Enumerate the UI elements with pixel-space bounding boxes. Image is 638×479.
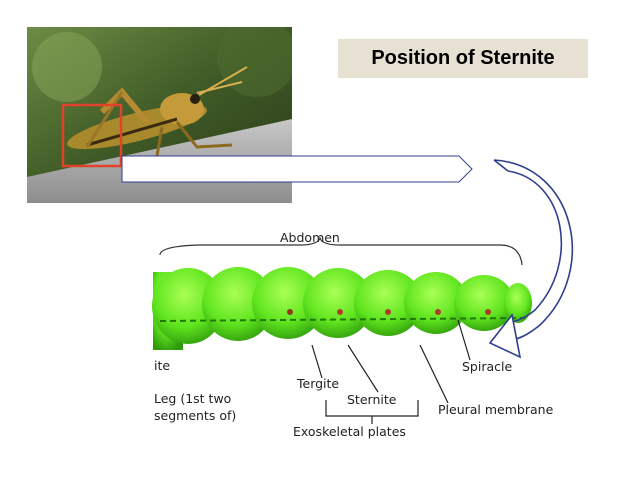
spiracle-dot xyxy=(485,309,491,315)
sternite-pointer xyxy=(347,344,379,393)
spiracle-dot xyxy=(385,309,391,315)
grasshopper-icon xyxy=(67,66,248,168)
tergite-pointer xyxy=(311,344,323,379)
abdomen-label: Abdomen xyxy=(280,230,340,245)
spiracle-dot xyxy=(435,309,441,315)
tergite-label: Tergite xyxy=(297,376,340,391)
curved-arrow-outer xyxy=(493,159,573,341)
spiracle-dot xyxy=(287,309,293,315)
curved-arrow-inner xyxy=(507,170,563,323)
abdomen-segments xyxy=(152,267,532,350)
leg-label-line1: Leg (1st two xyxy=(154,391,232,406)
grasshopper-photo xyxy=(27,27,292,203)
partial-label: ite xyxy=(154,358,171,373)
title-box: Position of Sternite xyxy=(338,39,588,78)
sternite-label: Sternite xyxy=(347,392,397,407)
exoskeletal-plates-label: Exoskeletal plates xyxy=(293,424,406,439)
spiracle-dot xyxy=(337,309,343,315)
leg-label-line2: segments of) xyxy=(154,408,237,423)
curved-arrow-head-icon xyxy=(488,313,522,359)
spiracle-label: Spiracle xyxy=(462,359,513,374)
slide-title: Position of Sternite xyxy=(371,47,555,69)
spiracle-pointer xyxy=(457,319,471,361)
abdomen-bracket xyxy=(159,235,523,266)
pleural-membrane-label: Pleural membrane xyxy=(438,402,554,417)
pleural-pointer xyxy=(419,344,449,404)
